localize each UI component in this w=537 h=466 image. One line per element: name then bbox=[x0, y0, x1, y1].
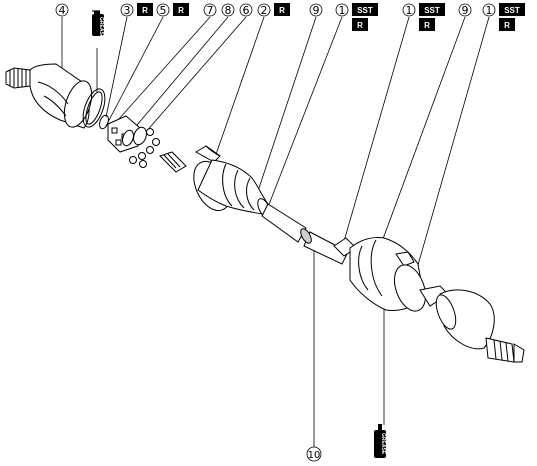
callout-3: 3 bbox=[124, 4, 131, 17]
callout-7: 7 bbox=[207, 4, 214, 17]
callout-4: 4 bbox=[59, 4, 66, 17]
right-boot bbox=[333, 237, 427, 312]
grease-label-top: GREASE bbox=[98, 17, 104, 39]
callout-labels: 4 3 5 7 8 6 2 9 1 1 9 1 10 bbox=[59, 4, 493, 461]
grease-tube-bottom: GREASE bbox=[374, 424, 386, 458]
callout-6: 6 bbox=[243, 4, 250, 17]
callout-1-middle: 1 bbox=[406, 4, 413, 17]
inner-cv-joint bbox=[419, 285, 525, 363]
drive-shaft bbox=[261, 203, 349, 265]
tag-r-3: R bbox=[142, 6, 148, 15]
tag-r-5: R bbox=[178, 6, 184, 15]
callout-10: 10 bbox=[308, 450, 321, 461]
callout-5: 5 bbox=[160, 4, 167, 17]
steel-balls bbox=[129, 128, 160, 168]
tag-r-1a: R bbox=[357, 21, 363, 30]
inner-race-cage bbox=[107, 115, 147, 153]
callout-8: 8 bbox=[225, 4, 232, 17]
grease-tube-top: GREASE bbox=[92, 10, 104, 39]
callouts bbox=[55, 3, 496, 462]
tag-sst-1a: SST bbox=[357, 6, 373, 15]
left-boot bbox=[159, 145, 271, 218]
callout-1-right: 1 bbox=[486, 4, 493, 17]
circlip-ring bbox=[82, 88, 106, 128]
tag-sst-1c: SST bbox=[504, 6, 520, 15]
callout-1-left: 1 bbox=[339, 4, 346, 17]
tag-badges: R R R SST R SST R SST R bbox=[137, 3, 525, 31]
leader-lines bbox=[61, 16, 490, 447]
tag-r-2: R bbox=[279, 6, 285, 15]
tag-r-1b: R bbox=[424, 21, 430, 30]
outer-cv-joint bbox=[5, 63, 93, 129]
tag-sst-1b: SST bbox=[424, 6, 440, 15]
callout-2: 2 bbox=[261, 4, 268, 17]
callout-9-left: 9 bbox=[313, 4, 320, 17]
snap-ring bbox=[99, 114, 109, 130]
tag-r-1c: R bbox=[504, 21, 510, 30]
grease-label-bottom: GREASE bbox=[380, 433, 386, 455]
callout-9-right: 9 bbox=[462, 4, 469, 17]
